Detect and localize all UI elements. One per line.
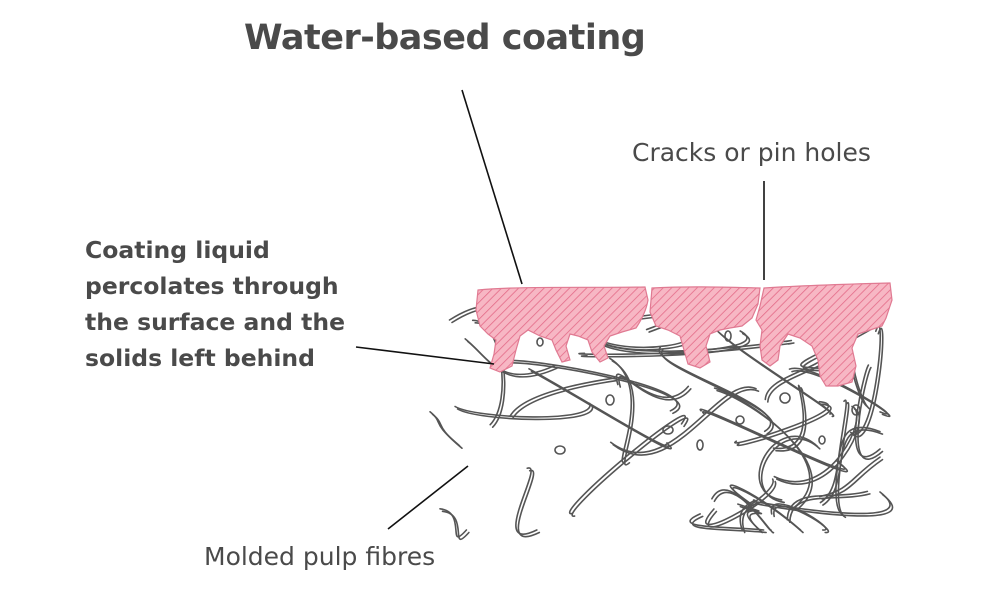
label-coating-percolates: Coating liquid percolates through the su…	[85, 232, 345, 376]
pore-void	[605, 394, 615, 406]
pulp-fibre	[773, 405, 858, 483]
pulp-fibre-edge	[739, 505, 764, 534]
pulp-fibre	[509, 377, 616, 417]
coating-segment-right	[755, 282, 893, 387]
pulp-fibre-edge	[760, 438, 821, 504]
pulp-fibre	[772, 384, 805, 450]
pulp-fibre-edge	[707, 480, 777, 528]
leader-line-fibres	[387, 465, 469, 530]
pore-void	[696, 439, 704, 451]
label-percolates-line-4: solids left behind	[85, 344, 315, 372]
pore-void	[554, 445, 566, 455]
pore-void	[735, 415, 745, 425]
pulp-fibre-edge	[456, 405, 594, 421]
pore-void	[851, 404, 861, 416]
pulp-fibre	[818, 456, 881, 498]
pulp-fibre-edge	[441, 510, 470, 540]
pulp-fibre	[454, 402, 591, 418]
pulp-fibre-edge	[789, 493, 871, 523]
pulp-fibre	[689, 513, 765, 531]
pulp-fibre-edge	[511, 379, 618, 420]
pore-void	[724, 330, 732, 342]
pulp-fibre	[609, 357, 633, 464]
pulp-fibre	[568, 415, 686, 515]
pulp-fibre	[500, 359, 678, 412]
pulp-fibre-edge	[716, 389, 813, 511]
pulp-fibre	[699, 408, 846, 470]
coating-segment-left	[475, 286, 649, 373]
label-cracks-pin-holes: Cracks or pin holes	[632, 138, 871, 167]
pulp-fibre	[595, 339, 792, 352]
pore-void	[818, 435, 826, 445]
pulp-fibre	[528, 368, 670, 448]
label-percolates-line-1: Coating liquid	[85, 236, 270, 264]
pulp-fibre-edge	[571, 417, 689, 517]
pulp-fibre-edge	[581, 332, 751, 358]
pulp-fibre-edge	[775, 387, 807, 452]
pore-void	[662, 425, 674, 435]
pulp-fibre	[752, 491, 891, 515]
label-molded-pulp-fibres: Molded pulp fibres	[204, 542, 436, 571]
leader-line-percolates	[355, 346, 495, 365]
label-percolates-line-2: percolates through	[85, 272, 339, 300]
pulp-fibre	[439, 508, 468, 538]
pulp-fibre-edge	[802, 321, 884, 372]
pulp-fibre-edge	[852, 327, 884, 438]
pulp-fibre	[739, 499, 756, 531]
diagram-title: Water-based coating	[244, 18, 646, 58]
pulp-fibre-edge	[517, 469, 541, 538]
pulp-fibre-edge	[611, 360, 635, 466]
pulp-fibre-edge	[598, 342, 795, 355]
pulp-fibre-edge	[692, 515, 767, 534]
pulp-fibre-edge	[713, 491, 775, 534]
pulp-fibre-edge	[736, 403, 832, 447]
leader-line-title	[461, 89, 523, 285]
coating-layer	[475, 282, 893, 387]
pore-void	[536, 337, 544, 347]
pore-void	[779, 392, 791, 404]
pulp-fibre	[734, 400, 830, 444]
pulp-fibre-edge	[702, 411, 849, 473]
pulp-fibre-edge	[661, 349, 774, 435]
pulp-fibre	[704, 478, 774, 526]
pulp-fibre-edge	[503, 362, 681, 415]
pulp-fibre-edge	[755, 493, 894, 517]
pulp-fibre-edge	[530, 370, 672, 450]
pulp-fibre-edge	[791, 370, 891, 418]
pulp-fibre	[786, 490, 869, 521]
pulp-fibre-edge	[732, 486, 804, 534]
label-percolates-line-3: the surface and the	[85, 308, 346, 336]
leader-lines	[355, 89, 765, 530]
coating-segment-middle	[649, 286, 761, 369]
pulp-fibre-edge	[431, 413, 463, 449]
pulp-fibre-edge	[821, 458, 884, 500]
